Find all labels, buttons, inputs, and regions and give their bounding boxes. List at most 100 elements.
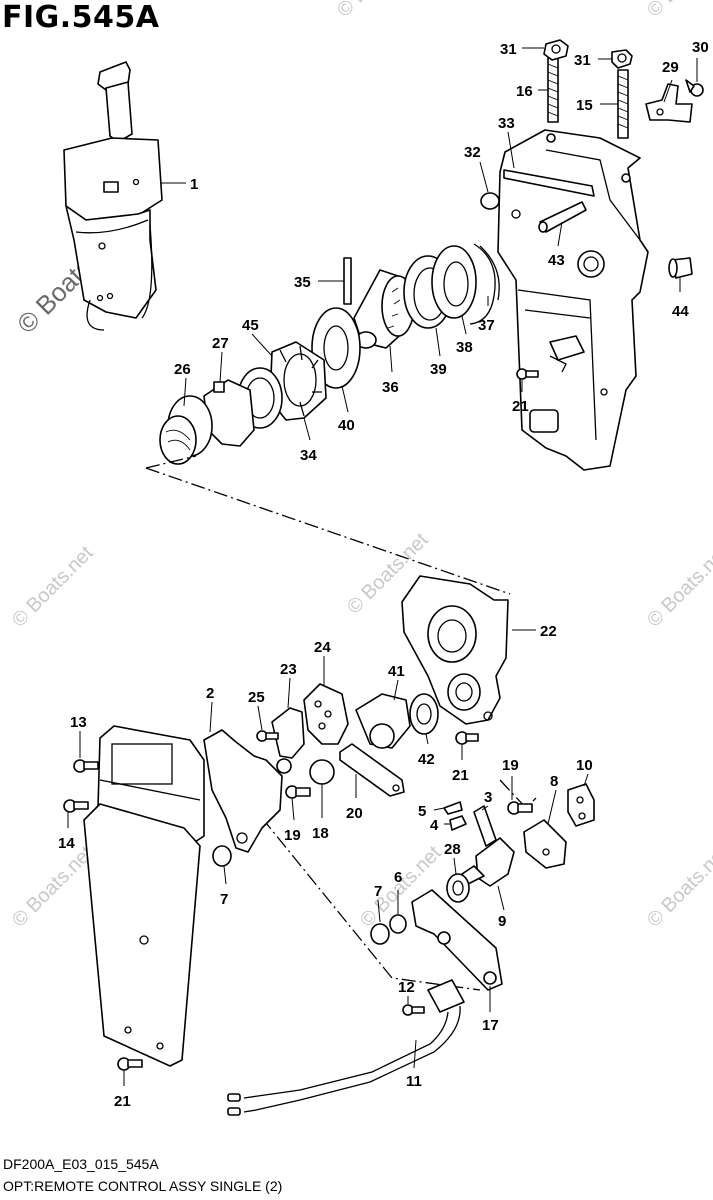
lever-2 <box>203 729 283 853</box>
callout-30: 30 <box>692 39 709 56</box>
callout-45: 45 <box>242 317 259 334</box>
callout-39: 39 <box>430 361 447 378</box>
watermark: © Boats.net <box>643 542 713 632</box>
watermark: © Boats.net <box>333 0 423 22</box>
callout-43: 43 <box>548 252 565 269</box>
lever-23 <box>271 707 305 774</box>
screw-30 <box>685 79 704 97</box>
washer-18 <box>309 759 335 785</box>
ring-7 <box>370 923 390 945</box>
switch-11 <box>227 979 465 1116</box>
ring-7 <box>212 845 232 867</box>
callout-22: 22 <box>540 623 557 640</box>
clip-5 <box>443 801 463 815</box>
screw-13 <box>73 759 99 773</box>
housing-22 <box>401 575 509 725</box>
callout-27: 27 <box>212 335 229 352</box>
gear-36 <box>353 269 415 349</box>
callout-32: 32 <box>464 144 481 161</box>
callout-42: 42 <box>418 751 435 768</box>
callout-3: 3 <box>484 789 492 806</box>
stud-15 <box>617 69 629 139</box>
callout-20: 20 <box>346 805 363 822</box>
callout-14: 14 <box>58 835 75 852</box>
figure-title: FIG.545A <box>2 0 160 35</box>
callout-12: 12 <box>398 979 415 996</box>
callout-2: 2 <box>206 685 214 702</box>
plate-8 <box>523 819 567 869</box>
callout-33: 33 <box>498 115 515 132</box>
cap-44 <box>668 257 693 279</box>
callout-7: 7 <box>220 891 228 908</box>
callout-15: 15 <box>576 97 593 114</box>
callout-9: 9 <box>498 913 506 930</box>
callout-19: 19 <box>502 757 519 774</box>
watermark: © Boats.net <box>643 842 713 932</box>
callout-21: 21 <box>452 767 469 784</box>
callout-11: 11 <box>406 1073 422 1090</box>
shaft-3 <box>473 805 497 847</box>
part-number-labels: 31 31 30 16 15 29 1 33 32 43 35 44 45 27… <box>58 39 709 1110</box>
screw-19 <box>285 785 311 799</box>
watermark: © Boats.net <box>8 542 98 632</box>
callout-18: 18 <box>312 825 329 842</box>
callout-16: 16 <box>516 83 533 100</box>
callout-7: 7 <box>374 883 382 900</box>
callout-40: 40 <box>338 417 355 434</box>
callout-34: 34 <box>300 447 317 464</box>
switch-bracket-17 <box>411 889 503 991</box>
callout-1: 1 <box>190 176 198 193</box>
stud-16 <box>547 57 559 123</box>
screw-25 <box>256 730 279 742</box>
figure-description: OPT:REMOTE CONTROL ASSY SINGLE (2) <box>3 1178 283 1194</box>
nut-31 <box>543 39 569 61</box>
callout-38: 38 <box>456 339 473 356</box>
callout-17: 17 <box>482 1017 499 1034</box>
snap-ring-37 <box>469 243 500 325</box>
callout-25: 25 <box>248 689 265 706</box>
spring-34 <box>269 341 327 421</box>
screw-12 <box>402 1004 425 1016</box>
callout-29: 29 <box>662 59 679 76</box>
callout-8: 8 <box>550 773 558 790</box>
link-20 <box>339 743 405 797</box>
callout-23: 23 <box>280 661 297 678</box>
callout-26: 26 <box>174 361 191 378</box>
part-main-bracket <box>497 129 649 471</box>
leader-lines <box>67 47 698 1086</box>
screw-14 <box>63 799 89 813</box>
part-41 <box>355 693 411 749</box>
watermark: © Boats.net <box>8 842 98 932</box>
callout-6: 6 <box>394 869 402 886</box>
pin-35 <box>343 257 352 305</box>
callout-13: 13 <box>70 714 87 731</box>
screw-21 <box>455 731 479 745</box>
callout-41: 41 <box>388 663 405 680</box>
part-1-control-housing <box>63 61 163 331</box>
bushing-42 <box>409 693 439 735</box>
cap-32 <box>480 192 500 210</box>
callout-21: 21 <box>512 398 529 415</box>
pin-43 <box>538 201 587 233</box>
callout-37: 37 <box>478 317 495 334</box>
callout-28: 28 <box>444 841 461 858</box>
callout-24: 24 <box>314 639 331 656</box>
bracket-29 <box>645 83 693 123</box>
washer-6 <box>389 914 407 934</box>
callout-31: 31 <box>574 52 591 69</box>
clip-4 <box>449 815 467 831</box>
callout-44: 44 <box>672 303 689 320</box>
cam-24 <box>303 683 349 745</box>
callout-36: 36 <box>382 379 399 396</box>
figure-code: DF200A_E03_015_545A <box>3 1156 159 1172</box>
watermark: © Boats.net <box>643 0 713 22</box>
washer-38 <box>431 245 477 319</box>
callout-5: 5 <box>418 803 426 820</box>
callout-19: 19 <box>284 827 301 844</box>
callout-31: 31 <box>500 41 517 58</box>
screw-19 <box>507 801 533 815</box>
plate-10 <box>567 783 595 827</box>
nut-31 <box>611 49 633 69</box>
plate-14 <box>83 803 201 1067</box>
callout-21: 21 <box>114 1093 131 1110</box>
